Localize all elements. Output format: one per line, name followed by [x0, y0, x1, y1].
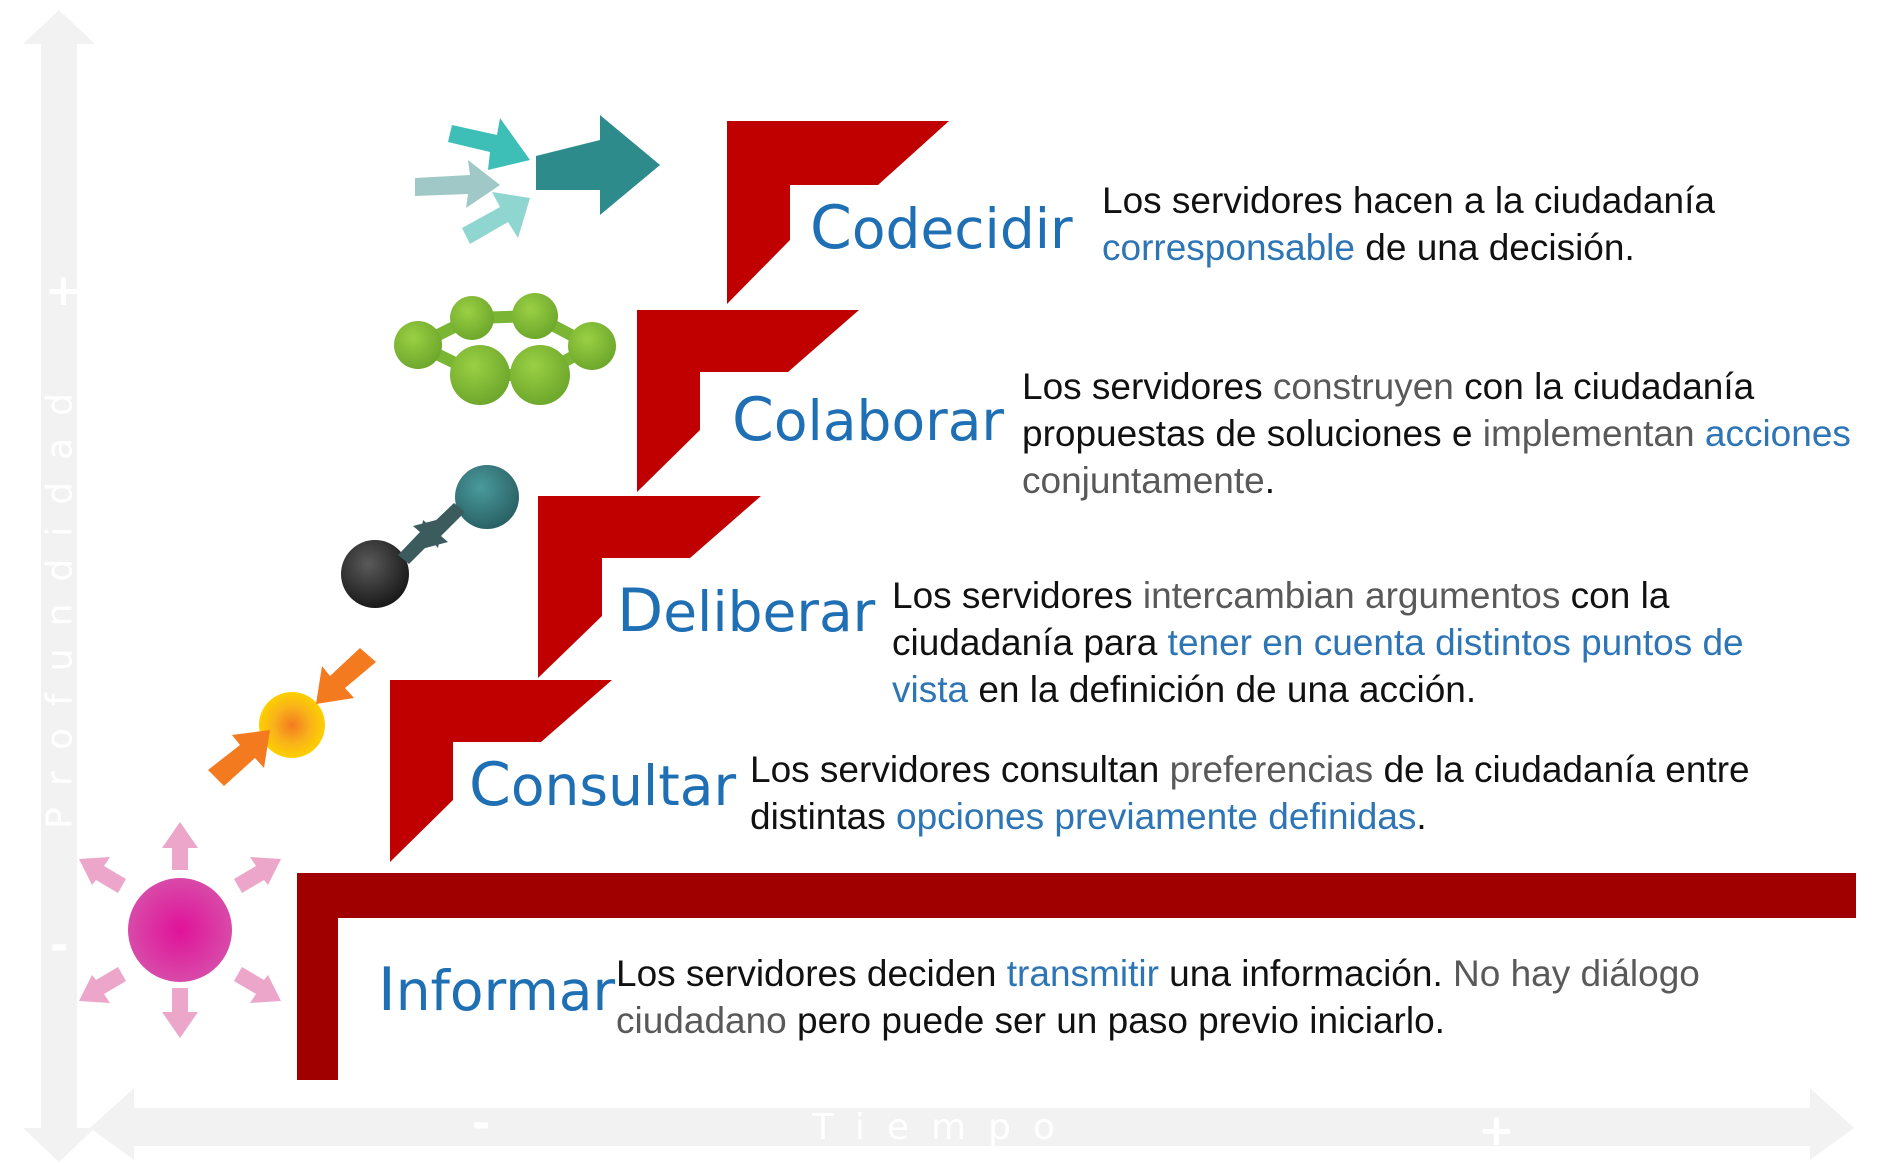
vertical-axis-plus: +: [45, 265, 82, 316]
desc-segment: de la ciudadanía entre distintas: [750, 749, 1750, 837]
vertical-axis-minus: -: [50, 920, 69, 971]
horizontal-axis-minus: -: [472, 1098, 491, 1149]
desc-segment: conjuntamente: [1022, 460, 1265, 501]
step-codecidir-bracket: [727, 121, 949, 304]
step-title-initial: D: [617, 576, 664, 646]
desc-segment: con la ciudadanía para: [892, 575, 1670, 663]
desc-segment: .: [1264, 460, 1276, 501]
desc-segment: Los servidores hacen a la ciudadanía: [1102, 180, 1715, 221]
step-informar-base: [297, 873, 1856, 1080]
desc-segment: transmitir: [1006, 953, 1159, 994]
step-title-rest: olaborar: [773, 389, 1005, 453]
desc-segment: Los servidores: [1022, 366, 1273, 407]
desc-segment: implementan: [1482, 413, 1695, 454]
step-title-initial: I: [378, 955, 396, 1025]
desc-segment: en la definición de una acción.: [968, 669, 1477, 710]
desc-segment: Los servidores: [892, 575, 1143, 616]
horizontal-axis-plus: +: [1478, 1105, 1515, 1156]
desc-segment: [1695, 413, 1705, 454]
horizontal-axis-label: Tiempo: [812, 1107, 1077, 1148]
desc-segment: preferencias: [1169, 749, 1374, 790]
desc-segment: acciones: [1704, 413, 1851, 454]
desc-segment: intercambian argumentos: [1142, 575, 1561, 616]
step-desc-deliberar: Los servidores intercambian argumentos c…: [892, 572, 1812, 713]
step-colaborar-bracket: [637, 310, 859, 492]
step-desc-consultar: Los servidores consultan preferencias de…: [750, 746, 1840, 840]
desc-segment: Los servidores deciden: [616, 953, 1007, 994]
desc-segment: de una decisión.: [1354, 227, 1635, 268]
staircase: [297, 121, 1856, 1080]
step-title-rest: onsultar: [510, 754, 737, 818]
step-title-rest: eliberar: [663, 580, 876, 644]
radiating-arrows-icon: [79, 822, 281, 1038]
step-title-initial: C: [732, 385, 774, 455]
step-title-codecidir: Codecidir: [810, 198, 1073, 258]
step-desc-colaborar: Los servidores construyen con la ciudada…: [1022, 363, 1901, 504]
step-title-informar: Informar: [378, 960, 615, 1020]
desc-segment: una información.: [1158, 953, 1454, 994]
step-desc-informar: Los servidores deciden transmitir una in…: [616, 950, 1796, 1044]
desc-segment: opciones previamente definidas: [896, 796, 1417, 837]
step-desc-codecidir: Los servidores hacen a la ciudadanía cor…: [1102, 177, 1802, 271]
step-title-rest: nformar: [395, 959, 616, 1023]
step-title-initial: C: [810, 193, 852, 263]
desc-segment: Los servidores consultan: [750, 749, 1170, 790]
desc-segment: con la ciudadanía propuestas de solucion…: [1022, 366, 1755, 454]
step-consultar-bracket: [390, 680, 612, 862]
step-deliberar-bracket: [538, 496, 761, 678]
step-title-rest: odecidir: [851, 197, 1073, 261]
inward-arrows-icon: [208, 648, 376, 786]
step-title-deliberar: Deliberar: [617, 581, 875, 641]
desc-segment: construyen: [1272, 366, 1454, 407]
desc-segment: tener en cuenta distintos puntos de vist…: [892, 622, 1744, 710]
desc-segment: pero puede ser un paso previo iniciarlo.: [786, 1000, 1445, 1041]
desc-segment: corresponsable: [1102, 227, 1355, 268]
step-title-consultar: Consultar: [469, 755, 736, 815]
desc-segment: .: [1416, 796, 1427, 837]
network-nodes-icon: [394, 293, 616, 405]
converging-arrows-icon: [415, 115, 660, 244]
horizontal-axis-arrow: [90, 1088, 1854, 1160]
step-title-colaborar: Colaborar: [732, 390, 1004, 450]
two-way-exchange-icon: [341, 465, 519, 608]
vertical-axis-label: Profundidad: [39, 370, 81, 830]
vertical-axis-arrow: [23, 10, 95, 1162]
desc-segment: No hay diálogo ciudadano: [616, 953, 1700, 1041]
step-title-initial: C: [469, 750, 511, 820]
